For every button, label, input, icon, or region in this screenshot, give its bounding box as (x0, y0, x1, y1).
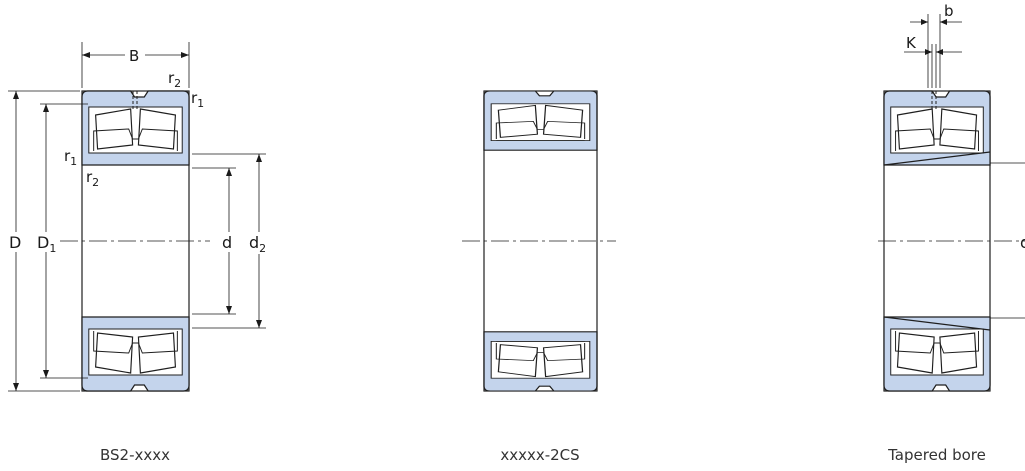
label-D1: D1 (37, 233, 56, 255)
caption-left: BS2-xxxx (99, 446, 171, 464)
label-r1-bore: r1 (64, 147, 77, 168)
caption-middle: xxxxx-2CS (500, 446, 580, 464)
label-r1-top: r1 (191, 89, 204, 110)
label-d-right: d (1020, 233, 1025, 252)
drawing-middle (462, 90, 616, 392)
drawing-right: b K d (878, 2, 1025, 392)
label-b: b (944, 2, 954, 20)
label-r2-bore: r2 (86, 168, 99, 189)
label-K: K (906, 34, 917, 52)
caption-right: Tapered bore (888, 446, 986, 464)
label-D: D (9, 233, 21, 252)
label-d: d (222, 233, 232, 252)
label-r2-top: r2 (168, 69, 181, 90)
label-B: B (129, 47, 139, 65)
label-d2: d2 (249, 233, 266, 255)
drawing-left: B r2 r1 r1 r2 D D1 d d2 (8, 42, 272, 392)
